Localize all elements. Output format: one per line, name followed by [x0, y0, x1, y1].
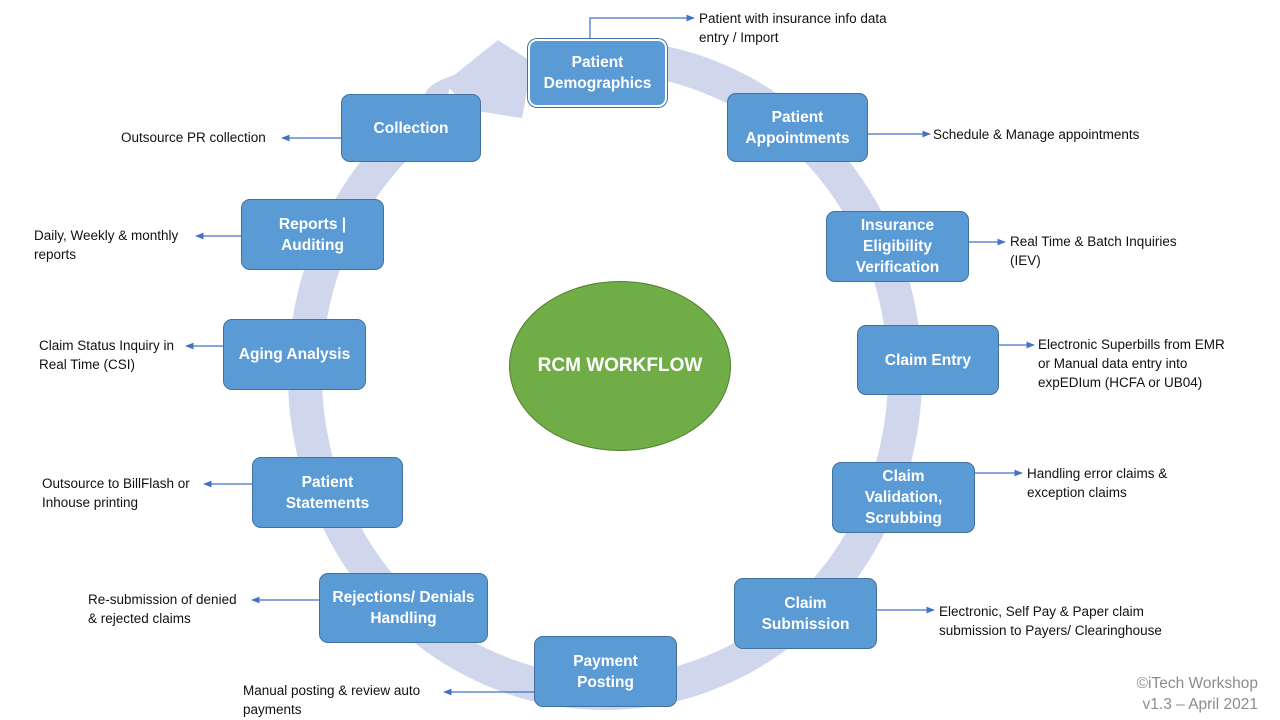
step-insurance-eligibility-verification[interactable]: Insurance Eligibility Verification [826, 211, 969, 282]
note-patient-appointments: Schedule & Manage appointments [933, 127, 1140, 142]
step-rejections-denials-handling[interactable]: Rejections/ Denials Handling [319, 573, 488, 643]
center-title-ellipse: RCM WORKFLOW [509, 281, 731, 451]
note-claim-validation-scrubbing: Handling error claims & exception claims [1027, 466, 1168, 500]
step-claim-entry[interactable]: Claim Entry [857, 325, 999, 395]
step-patient-statements[interactable]: Patient Statements [252, 457, 403, 528]
note-claim-submission: Electronic, Self Pay & Paper claim submi… [939, 604, 1162, 638]
step-patient-demographics[interactable]: Patient Demographics [528, 39, 667, 107]
footer: ©iTech Workshop v1.3 – April 2021 [1137, 673, 1258, 715]
note-aging-analysis: Claim Status Inquiry in Real Time (CSI) [39, 338, 175, 372]
step-claim-submission[interactable]: Claim Submission [734, 578, 877, 649]
note-reports-auditing: Daily, Weekly & monthly reports [34, 228, 179, 262]
note-patient-statements: Outsource to BillFlash or Inhouse printi… [42, 476, 190, 510]
note-insurance-eligibility-verification: Real Time & Batch Inquiries (IEV) [1010, 234, 1177, 268]
note-collection: Outsource PR collection [121, 130, 266, 145]
step-aging-analysis[interactable]: Aging Analysis [223, 319, 366, 390]
version-text: v1.3 – April 2021 [1142, 696, 1258, 713]
note-rejections-denials-handling: Re-submission of denied & rejected claim… [88, 592, 237, 626]
note-patient-demographics: Patient with insurance info data entry /… [699, 11, 887, 45]
copyright-text: ©iTech Workshop [1136, 675, 1258, 692]
step-claim-validation-scrubbing[interactable]: Claim Validation, Scrubbing [832, 462, 975, 533]
step-patient-appointments[interactable]: Patient Appointments [727, 93, 868, 162]
note-claim-entry: Electronic Superbills from EMR or Manual… [1038, 337, 1225, 390]
step-collection[interactable]: Collection [341, 94, 481, 162]
step-payment-posting[interactable]: Payment Posting [534, 636, 677, 707]
step-reports-auditing[interactable]: Reports | Auditing [241, 199, 384, 270]
note-payment-posting: Manual posting & review auto payments [243, 683, 421, 717]
